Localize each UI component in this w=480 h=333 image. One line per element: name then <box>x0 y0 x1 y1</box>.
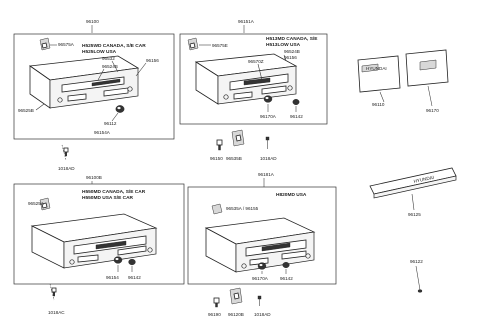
group1-bracket <box>39 37 51 51</box>
group2-spec2: H513LOW USA <box>266 42 301 48</box>
group1-bracket-label: 96575A <box>58 42 75 47</box>
group3-knob-left <box>113 256 123 264</box>
group2-frame <box>179 33 328 125</box>
group1-knob-label: 96112 <box>104 121 117 126</box>
group4-knob-right <box>282 262 290 269</box>
group1-radio-unit <box>28 55 140 109</box>
group1-spec2: H525LOW USA <box>82 49 117 55</box>
group4-mount-bracket <box>229 287 243 305</box>
group3-spec2: H550MD USA S/E CAR <box>82 195 134 201</box>
group3-bracket <box>39 197 51 211</box>
group1-spec1: H525WD CANADA, S/E CAR <box>82 43 146 49</box>
group2-mount-bracket <box>231 129 245 147</box>
group2-screw <box>265 136 270 149</box>
group4-bracket-label: 96535A / 96155 <box>226 206 259 211</box>
card-brand-text: HYUNDAI <box>366 66 387 71</box>
group4-screw <box>257 295 262 306</box>
group2-knob-right-label: 96142 <box>290 114 303 119</box>
group3-plug-label: 1018AC <box>48 310 65 315</box>
group3-bracket-label: 96525A <box>28 201 45 206</box>
group2-spec1: H513MD CANADA, S/E <box>266 36 318 42</box>
group1-ref: 96100 <box>86 19 99 24</box>
hyundai-nameplate: HYUNDAI <box>369 167 457 199</box>
nameplate-text: HYUNDAI <box>413 175 434 184</box>
group2-callout: 96570Z <box>248 59 264 64</box>
group4-plug <box>213 297 220 308</box>
group4-spec1: H820MD USA <box>276 192 307 198</box>
group1-bottom-label: 96154A <box>94 130 111 135</box>
antenna-rod <box>415 265 423 293</box>
group3-knob-left-label: 96154 <box>106 275 119 280</box>
card-ref-label: 96110 <box>372 102 385 107</box>
group1-frame <box>13 33 175 140</box>
group2-knob-left <box>263 95 273 103</box>
group3-frame <box>13 183 185 285</box>
group2-right-2: 96156 <box>284 55 297 60</box>
group2-radio-unit <box>194 53 298 105</box>
hyundai-card-back <box>405 49 449 87</box>
antenna-ref-label: 96122 <box>410 259 423 264</box>
group2-bracket <box>187 37 199 51</box>
group3-plug <box>49 283 57 301</box>
group3-ref: 96100B <box>86 175 102 180</box>
group3-knob-right <box>128 258 136 266</box>
group4-ref: 96181A <box>258 172 275 177</box>
group2-knob-left-label: 96170A <box>260 114 277 119</box>
group1-left-label: 96525B <box>18 108 34 113</box>
group2-ref: 96151A <box>238 19 255 24</box>
group4-plug-label: 96190 <box>208 312 221 317</box>
group2-screw-label: 1018AD <box>260 156 277 161</box>
group1-plug-label: 1018AD <box>58 166 75 171</box>
group1-callout-3: 96532 <box>102 56 115 61</box>
group1-callout-1: 96524B <box>102 64 118 69</box>
group2-right-1: 96524B <box>284 49 300 54</box>
group1-callout-2: 96156 <box>146 58 159 63</box>
group4-knob-right-label: 96142 <box>280 276 293 281</box>
group4-bracket <box>211 203 223 215</box>
hyundai-card: HYUNDAI <box>357 55 401 93</box>
group2-bracket-small-label: 96535B <box>226 156 242 161</box>
group1-plug <box>61 144 69 161</box>
group2-plug-label: 96150 <box>210 156 223 161</box>
group1-knob <box>115 105 125 113</box>
group2-plug <box>216 139 223 151</box>
group2-knob-right <box>292 98 300 105</box>
group4-knob-left-label: 96170A <box>252 276 269 281</box>
group4-knob-left <box>257 262 267 270</box>
group4-bracket-small-label: 96120B <box>228 312 244 317</box>
group4-frame <box>187 186 337 285</box>
group3-knob-right-label: 96142 <box>128 275 141 280</box>
group2-bracket-label: 96575E <box>212 43 228 48</box>
card-part-label: 96170 <box>426 108 439 113</box>
group3-spec1: H550MD CANADA, S/E CAR <box>82 189 146 195</box>
group4-screw-label: 1018AD <box>254 312 271 317</box>
nameplate-ref-label: 96125 <box>408 212 421 217</box>
group4-radio-unit <box>204 217 316 273</box>
group3-radio-unit <box>30 213 158 269</box>
